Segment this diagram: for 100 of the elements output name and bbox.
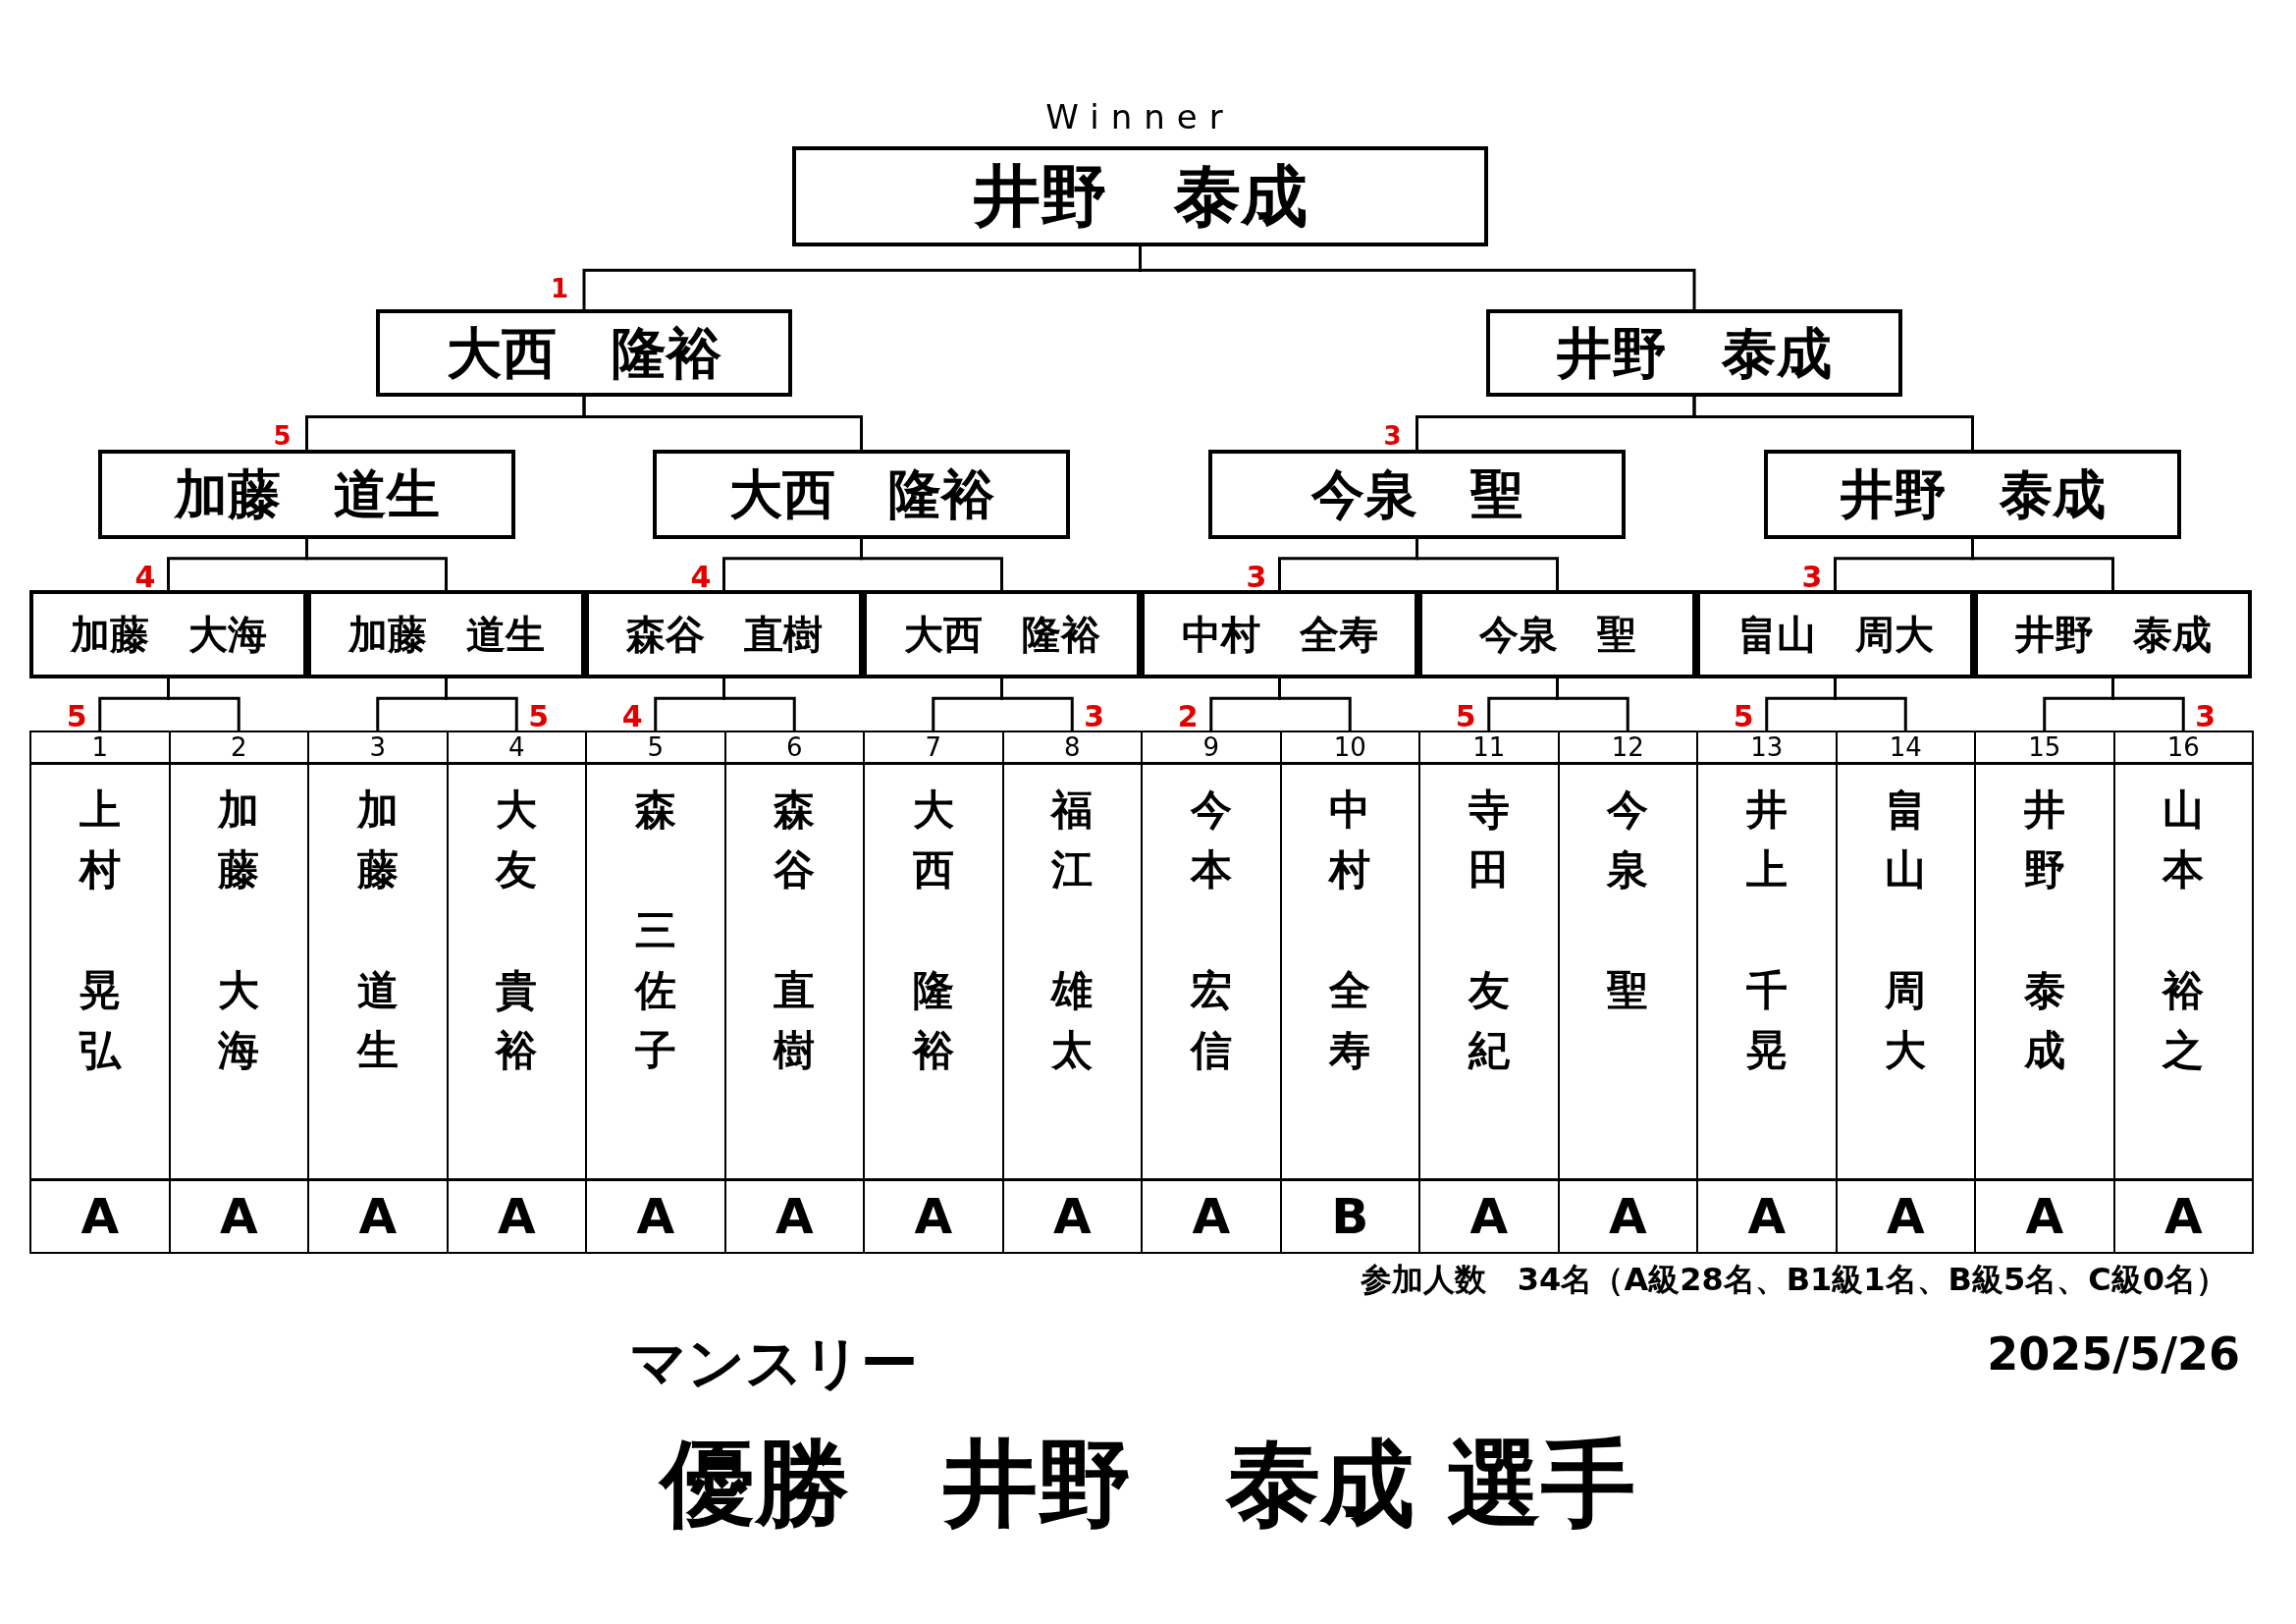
player-name: 今泉 聖 <box>1478 613 1636 656</box>
player-column <box>1696 731 1838 1254</box>
score-label: 1 <box>551 274 569 304</box>
player-name: 加藤 道生 <box>347 613 545 656</box>
player-column <box>1141 731 1282 1254</box>
player-column <box>1418 731 1560 1254</box>
player-column <box>307 731 449 1254</box>
family-name: 大西 <box>912 785 954 896</box>
bracket-line <box>1556 678 1629 731</box>
title: 優勝 井野 泰成 選手 <box>660 1428 1636 1541</box>
bracket-line <box>582 397 863 450</box>
player-column <box>723 731 865 1254</box>
score-label: 5 <box>66 702 87 732</box>
bracket-line <box>860 539 1003 590</box>
bracket-box <box>29 590 307 678</box>
score-label: 4 <box>134 562 156 592</box>
player-name: 井野 泰成 <box>1840 464 2106 524</box>
score-label: 4 <box>690 562 712 592</box>
given-name: 泰成 <box>2023 964 2065 1077</box>
player-column <box>1001 731 1143 1254</box>
given-name: 大海 <box>218 964 260 1077</box>
family-name: 寺田 <box>1468 785 1510 896</box>
given-name: 隆裕 <box>912 964 954 1077</box>
date: 2025/5/26 <box>1987 1327 2240 1380</box>
family-name: 加藤 <box>218 785 260 896</box>
player-name: 大西 隆裕 <box>447 322 721 384</box>
family-name: 今泉 <box>1607 785 1649 896</box>
bracket-box <box>1486 309 1902 397</box>
family-name: 今本 <box>1190 785 1232 896</box>
bracket-line <box>722 678 796 731</box>
family-name: 上村 <box>79 785 121 896</box>
family-name: 森 <box>634 785 676 836</box>
player-column <box>2112 731 2254 1254</box>
bracket-line <box>1000 678 1074 731</box>
given-name: 友紀 <box>1468 964 1510 1077</box>
family-name: 井野 <box>2023 785 2065 896</box>
given-name: 晃弘 <box>79 964 121 1077</box>
player-column <box>585 731 726 1254</box>
family-name: 山本 <box>2163 785 2205 896</box>
family-name: 福江 <box>1051 785 1094 896</box>
player-column <box>1279 731 1420 1254</box>
player-column <box>168 731 309 1254</box>
player-column <box>1557 731 1698 1254</box>
family-name: 森谷 <box>774 785 816 896</box>
bracket-box <box>98 450 515 539</box>
given-name: 雄太 <box>1051 964 1094 1077</box>
player-column <box>863 731 1004 1254</box>
given-name: 聖 <box>1607 964 1649 1016</box>
player-name: 今泉 聖 <box>1310 464 1523 524</box>
given-name: 三佐子 <box>634 904 676 1077</box>
bracket-box <box>1974 590 2252 678</box>
family-name: 中村 <box>1329 785 1371 896</box>
seed-number: 16 <box>2114 732 2252 765</box>
participant-count: 参加人数 34名（A級28名、B1級1名、B級5名、C級0名） <box>1360 1260 2227 1300</box>
player-name: 加藤 大海 <box>70 613 267 656</box>
given-name: 周大 <box>1885 964 1927 1077</box>
score-label: 3 <box>1246 562 1267 592</box>
given-name: 全寿 <box>1329 964 1371 1077</box>
player-name: 中村 全寿 <box>1181 613 1378 656</box>
given-name: 貴裕 <box>496 964 538 1077</box>
given-name: 道生 <box>356 964 399 1077</box>
bracket-box <box>376 309 792 397</box>
given-name: 宏信 <box>1190 964 1232 1077</box>
given-name: 直樹 <box>774 964 816 1077</box>
score-label: 3 <box>2195 702 2216 732</box>
score-label: 5 <box>528 702 550 732</box>
bracket-line <box>305 539 448 590</box>
bracket-box <box>1764 450 2181 539</box>
bracket-line <box>1971 539 2114 590</box>
bracket-box <box>653 450 1070 539</box>
score-label: 3 <box>1801 562 1823 592</box>
bracket-line <box>1692 397 1974 450</box>
score-label: 5 <box>1733 702 1754 732</box>
player-column <box>1835 731 1976 1254</box>
bracket-line <box>167 678 240 731</box>
event-name: マンスリー <box>629 1328 918 1398</box>
score-label: 5 <box>273 420 292 451</box>
player-name: 井野 泰成 <box>973 159 1308 234</box>
score-label: 2 <box>1177 702 1199 732</box>
player-name: 森谷 直樹 <box>625 613 823 656</box>
player-name: 大西 隆裕 <box>903 613 1100 656</box>
score-label: 3 <box>1084 702 1105 732</box>
player-name: 井野 泰成 <box>2014 613 2212 656</box>
player-name: 畠山 周大 <box>1736 613 1934 656</box>
winner-heading: Winner <box>1045 97 1235 136</box>
bracket-line <box>1415 539 1559 590</box>
given-name: 裕之 <box>2163 964 2205 1077</box>
bracket-box <box>1208 450 1626 539</box>
given-name: 千晃 <box>1745 964 1788 1077</box>
family-name: 畠山 <box>1885 785 1927 896</box>
player-column <box>446 731 587 1254</box>
bracket-line <box>1834 678 1907 731</box>
class-grade: A <box>2114 1178 2252 1252</box>
family-name: 加藤 <box>356 785 399 896</box>
bracket-line <box>2111 678 2185 731</box>
player-name: 大西 隆裕 <box>728 464 994 524</box>
family-name: 大友 <box>496 785 538 896</box>
score-label: 3 <box>1383 420 1402 451</box>
player-name: 井野 泰成 <box>1557 322 1832 384</box>
family-name: 井上 <box>1745 785 1788 896</box>
